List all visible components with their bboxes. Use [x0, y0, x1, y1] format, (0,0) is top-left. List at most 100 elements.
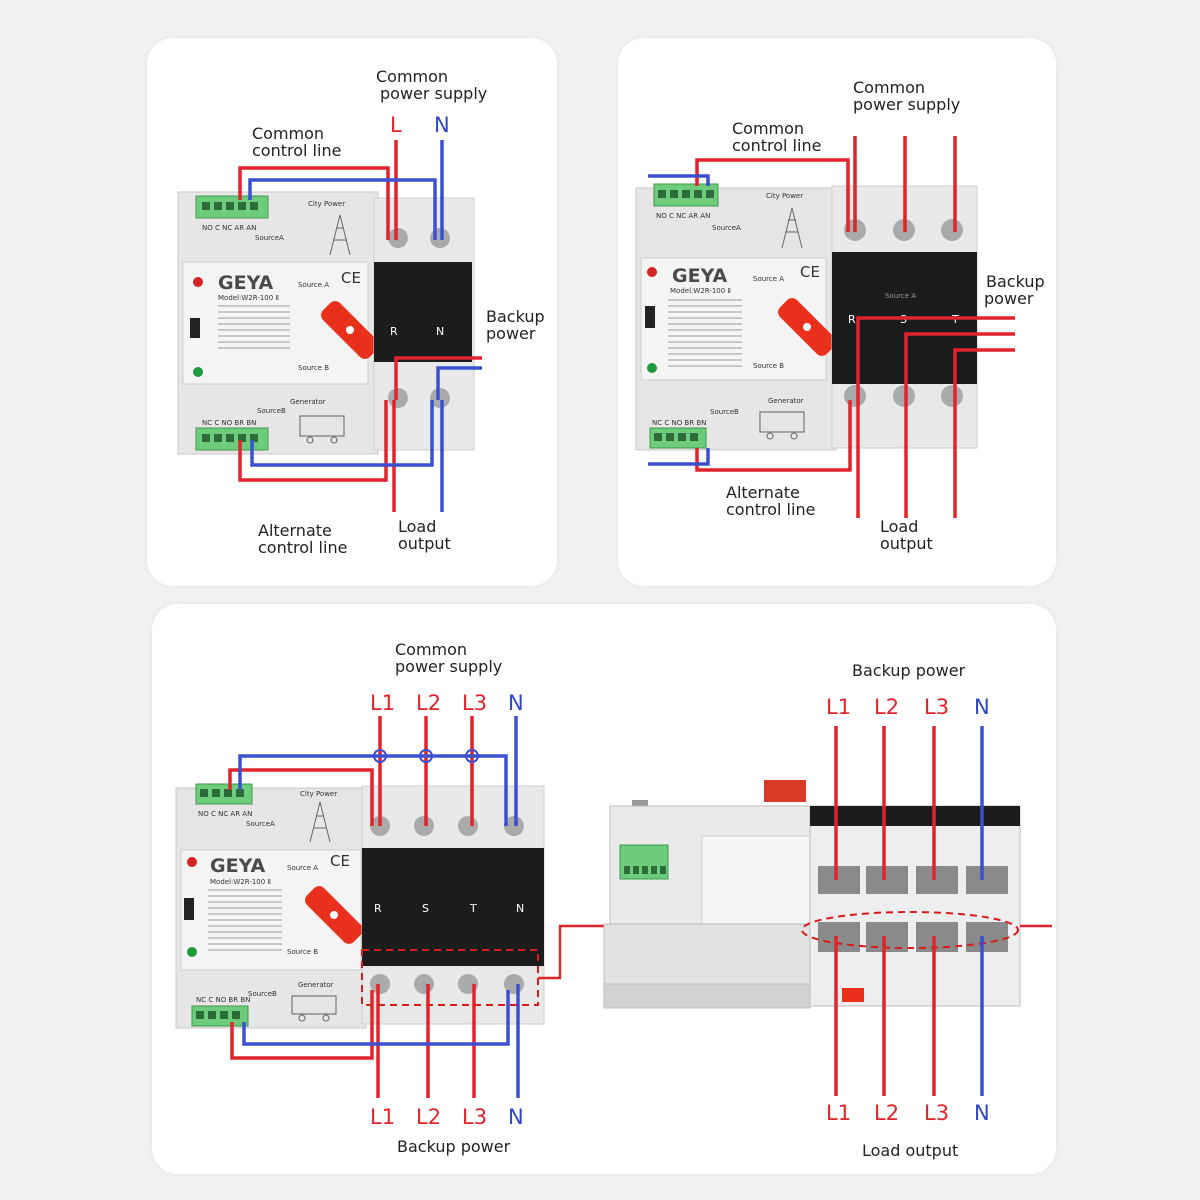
common-control-line-label-2: control line — [732, 136, 821, 155]
generator-icon — [291, 995, 337, 1022]
side-l3-top-label: L3 — [924, 695, 949, 719]
common-power-supply-label: Common — [853, 78, 925, 97]
l3-top-label: L3 — [462, 691, 487, 715]
l3-bottom-label: L3 — [462, 1105, 487, 1129]
device-c-side — [603, 780, 1021, 1009]
rotary-handle — [305, 886, 363, 944]
ce-mark: CE — [341, 269, 361, 287]
indicator-a-icon — [647, 267, 657, 277]
phase-label-r: R — [374, 902, 382, 915]
switch-source-b-label: Source B — [753, 362, 784, 370]
brand-logo: GEYA — [210, 855, 266, 877]
phase-label-r: R — [390, 325, 398, 338]
indicator-b-icon — [193, 367, 203, 377]
bottom-terminals-label: NC C NO BR BN — [652, 419, 706, 427]
phase-label-n: N — [436, 325, 444, 338]
common-power-supply-label: Common — [395, 640, 467, 659]
top-terminals-label: NO C NC AR AN — [198, 810, 252, 818]
l2-top-label: L2 — [416, 691, 441, 715]
generator-icon — [299, 415, 345, 444]
wires-a — [238, 140, 482, 512]
alternate-control-line-label: Alternate — [258, 521, 332, 540]
top-terminals-label: NO C NC AR AN — [202, 224, 256, 232]
backup-power-top-label: Backup power — [852, 661, 966, 680]
line-n-label: N — [434, 113, 450, 137]
generator-icon — [759, 411, 805, 440]
backup-power-label: Backup — [986, 272, 1045, 291]
l1-bottom-label: L1 — [370, 1105, 395, 1129]
l1-top-label: L1 — [370, 691, 395, 715]
indicator-a-icon — [193, 277, 203, 287]
top-terminals-label: NO C NC AR AN — [656, 212, 710, 220]
indicator-b-icon — [187, 947, 197, 957]
labels-c-side: Backup power L1 L2 L3 N L1 L2 L3 N Load … — [826, 661, 990, 1160]
side-l2-top-label: L2 — [874, 695, 899, 719]
wires-b — [648, 136, 1015, 518]
phase-label-s: S — [422, 902, 429, 915]
manual-auto-switch — [190, 318, 200, 338]
indicator-b-icon — [647, 363, 657, 373]
wires-c-front — [228, 716, 604, 1098]
source-a-label: SourceA — [246, 820, 275, 828]
source-a-label: SourceA — [712, 224, 741, 232]
side-n-top-label: N — [974, 695, 990, 719]
pylon-icon — [781, 207, 803, 249]
source-b-label: SourceB — [248, 990, 277, 998]
switch-source-a-label: Source A — [753, 275, 784, 283]
switch-inner-a-label: Source A — [885, 292, 916, 300]
line-l-label: L — [390, 113, 402, 137]
n-top-label: N — [508, 691, 524, 715]
common-power-supply-label-2: power supply — [395, 657, 502, 676]
city-power-label: City Power — [308, 200, 345, 208]
model-label: Model:W2R-100 Ⅱ — [218, 294, 279, 302]
backup-power-label: Backup — [486, 307, 545, 326]
brand-logo: GEYA — [218, 272, 274, 294]
handle-top — [764, 780, 806, 802]
phase-label-r: R — [848, 313, 856, 326]
side-l3-bottom-label: L3 — [924, 1101, 949, 1125]
pylon-icon — [309, 801, 331, 843]
common-power-supply-label-2: power supply — [380, 84, 487, 103]
bottom-terminals-label: NC C NO BR BN — [202, 419, 256, 427]
common-power-supply-label: Common — [376, 67, 448, 86]
bottom-terminals-label: NC C NO BR BN — [196, 996, 250, 1004]
generator-label: Generator — [768, 397, 804, 405]
generator-label: Generator — [290, 398, 326, 406]
device-c-front: NO C NC AR AN SourceA City Power GEYA Mo… — [175, 783, 545, 1029]
source-b-label: SourceB — [257, 407, 286, 415]
side-l2-bottom-label: L2 — [874, 1101, 899, 1125]
side-l1-top-label: L1 — [826, 695, 851, 719]
labels-a: Common power supply L N Common control l… — [252, 67, 545, 557]
source-a-label: SourceA — [255, 234, 284, 242]
generator-label: Generator — [298, 981, 334, 989]
model-label: Model:W2R-100 Ⅱ — [670, 287, 731, 295]
bottom-terminals-highlight — [361, 949, 539, 1006]
n-bottom-label: N — [508, 1105, 524, 1129]
side-terminals-highlight — [801, 911, 1019, 949]
phase-label-t: T — [469, 902, 477, 915]
side-n-bottom-label: N — [974, 1101, 990, 1125]
wires-c-side — [834, 726, 1052, 1096]
city-power-label: City Power — [300, 790, 337, 798]
pylon-icon — [329, 214, 351, 256]
backup-power-bottom-label: Backup power — [397, 1137, 511, 1156]
device-a: NO C NC AR AN SourceA City Power GEYA Mo… — [177, 191, 475, 455]
model-label: Model:W2R-100 Ⅱ — [210, 878, 271, 886]
source-b-label: SourceB — [710, 408, 739, 416]
ce-mark: CE — [800, 263, 820, 281]
city-power-label: City Power — [766, 192, 803, 200]
load-output-label: Load — [880, 517, 918, 536]
common-control-line-label: Common — [252, 124, 324, 143]
alternate-control-line-label: Alternate — [726, 483, 800, 502]
common-control-line-label-2: control line — [252, 141, 341, 160]
labels-b: Common power supply Common control line … — [726, 78, 1045, 553]
indicator-a-icon — [187, 857, 197, 867]
common-control-line-label: Common — [732, 119, 804, 138]
rotary-handle — [321, 301, 379, 359]
labels-c-front: Common power supply L1 L2 L3 N L1 L2 L3 … — [370, 640, 524, 1156]
ce-mark: CE — [330, 852, 350, 870]
switch-source-a-label: Source A — [287, 864, 318, 872]
load-output-label-2: output — [398, 534, 451, 553]
common-power-supply-label-2: power supply — [853, 95, 960, 114]
